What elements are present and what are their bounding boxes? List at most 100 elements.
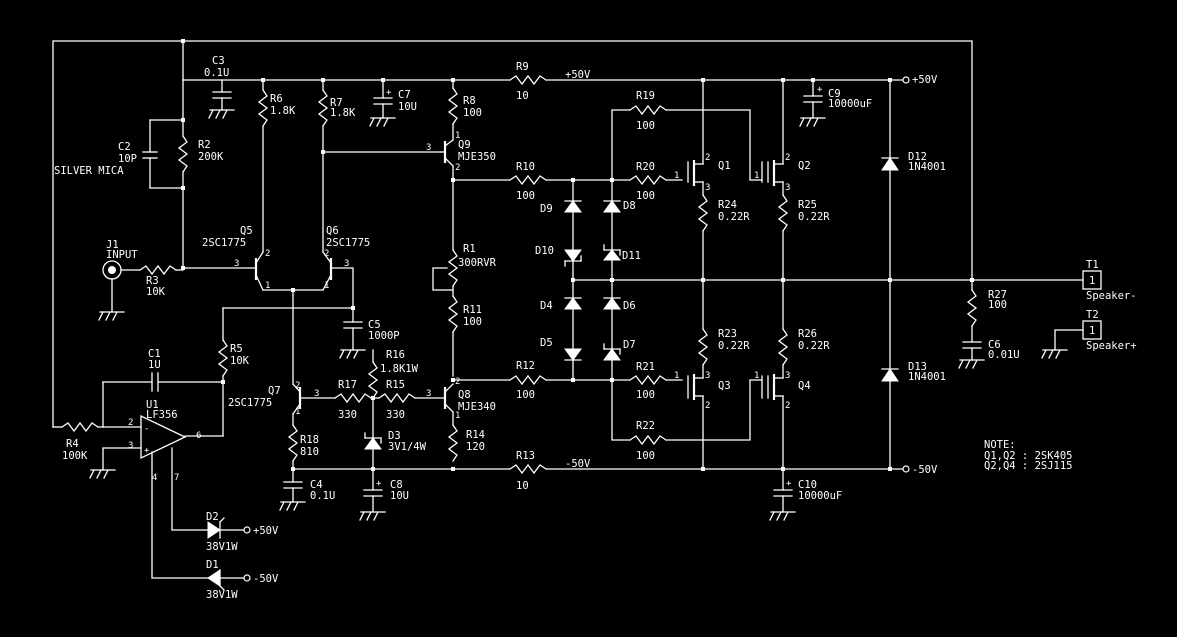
c7-plus: + — [386, 88, 392, 98]
c7-ref: C7 — [398, 89, 411, 101]
u1-pin3: 3 — [128, 441, 133, 451]
q1-pin2: 2 — [705, 153, 710, 163]
r6-ref: R6 — [270, 93, 283, 105]
c5-ref: C5 — [368, 319, 381, 331]
q1-mosfet — [687, 79, 708, 330]
r11-value: 100 — [463, 316, 482, 328]
r21-value: 100 — [636, 389, 655, 401]
r23-value: 0.22R — [718, 340, 750, 352]
d8-ref: D8 — [623, 200, 636, 212]
q6-ref: Q6 — [326, 225, 339, 237]
q8-value: MJE340 — [458, 401, 496, 413]
r10-branch — [452, 175, 683, 185]
d1-value: 38V1W — [206, 589, 238, 601]
speaker-terminals — [1041, 270, 1102, 359]
d3-value: 3V1/4W — [388, 441, 427, 453]
d4-ref: D4 — [540, 300, 553, 312]
r21-ref: R21 — [636, 361, 655, 373]
c1-value: 1U — [148, 359, 161, 371]
c6-ref: C6 — [988, 339, 1001, 351]
r22-ref: R22 — [636, 420, 655, 432]
r1-r11 — [432, 249, 458, 377]
q8-pin1: 1 — [455, 411, 460, 421]
c10-value: 10000uF — [798, 490, 842, 502]
r19-value: 100 — [636, 120, 655, 132]
r16-value: 1.8K1W — [380, 363, 419, 375]
r4-value: 100K — [62, 450, 88, 462]
note-line2: Q2,Q4 : 2SJ115 — [984, 460, 1073, 472]
u1-plus: + — [144, 446, 150, 456]
q5-pin3: 3 — [234, 259, 239, 269]
q9-ref: Q9 — [458, 139, 471, 151]
q1-pin1: 1 — [674, 171, 679, 181]
pin-numbers: 1 3 2 2 1 3 2 1 3 2 3 1 2 3 1 3 1 2 3 1 … — [128, 85, 823, 489]
d11-ref: D11 — [622, 250, 641, 262]
j1-value: INPUT — [106, 249, 138, 261]
c9-plus: + — [817, 85, 823, 95]
d3-c8 — [359, 397, 386, 521]
u1-minus: - — [144, 424, 149, 434]
r3-value: 10K — [146, 286, 166, 298]
r20-ref: R20 — [636, 161, 655, 173]
q8-pin3: 3 — [426, 389, 431, 399]
q2-pin3: 3 — [785, 183, 790, 193]
d12-ref: D12 — [908, 151, 927, 163]
q4-ref: Q4 — [798, 380, 811, 392]
r12-value: 100 — [516, 389, 535, 401]
q4-mosfet — [761, 328, 788, 470]
q2-pin1: 1 — [754, 171, 759, 181]
note-line1: Q1,Q2 : 2SK405 — [984, 450, 1073, 462]
r26-value: 0.22R — [798, 340, 830, 352]
r22-value: 100 — [636, 450, 655, 462]
r12-branch — [452, 375, 683, 385]
q5-value: 2SC1775 — [202, 237, 246, 249]
c2-r2-network — [142, 79, 188, 269]
q3-pin1: 1 — [674, 371, 679, 381]
t1-ref: T1 — [1086, 259, 1099, 271]
q5-pin1: 1 — [265, 281, 270, 291]
q7-pin2: 2 — [295, 381, 300, 391]
q3-ref: Q3 — [718, 380, 731, 392]
r7-value: 1.8K — [330, 107, 356, 119]
q7-pin1: 1 — [295, 407, 300, 417]
q8-transistor — [414, 383, 458, 462]
r14-ref: R14 — [466, 429, 485, 441]
q9-pin2: 2 — [455, 163, 460, 173]
q6-pin3: 3 — [344, 259, 349, 269]
q5-q6-diffpair — [182, 251, 354, 385]
j1-input — [98, 260, 184, 321]
r15-value: 330 — [386, 409, 405, 421]
q6-value: 2SC1775 — [326, 237, 370, 249]
r13-value: 10 — [516, 480, 529, 492]
q2-mosfet — [761, 79, 788, 330]
c2-type: SILVER MICA — [54, 165, 124, 177]
c5-r16 — [339, 307, 378, 399]
zobel-network — [958, 279, 985, 369]
t2-value: Speaker+ — [1086, 340, 1137, 352]
q3-pin2: 2 — [705, 401, 710, 411]
t1-pin: 1 — [1089, 275, 1095, 287]
q1-pin3: 3 — [705, 183, 710, 193]
note-title: NOTE: — [984, 439, 1016, 451]
c3-ref: C3 — [212, 55, 225, 67]
c7-capacitor — [369, 79, 396, 127]
junction-dots — [181, 39, 974, 471]
q9-transistor — [439, 139, 454, 251]
r9-ref: R9 — [516, 61, 529, 73]
feedback-wiring — [52, 40, 973, 428]
u1-ref: U1 — [146, 399, 159, 411]
r26-ref: R26 — [798, 328, 817, 340]
q9-pin3: 3 — [426, 143, 431, 153]
d12-d13 — [881, 79, 899, 470]
u1-pin2: 2 — [128, 418, 133, 428]
r14-value: 120 — [466, 441, 485, 453]
r10-value: 100 — [516, 190, 535, 202]
d9-ref: D9 — [540, 203, 553, 215]
d2-ref: D2 — [206, 511, 219, 523]
c8-value: 10U — [390, 490, 409, 502]
d1-d2-zeners — [207, 517, 251, 591]
r12-ref: R12 — [516, 360, 535, 372]
r11-ref: R11 — [463, 304, 482, 316]
r2-ref: R2 — [198, 139, 211, 151]
